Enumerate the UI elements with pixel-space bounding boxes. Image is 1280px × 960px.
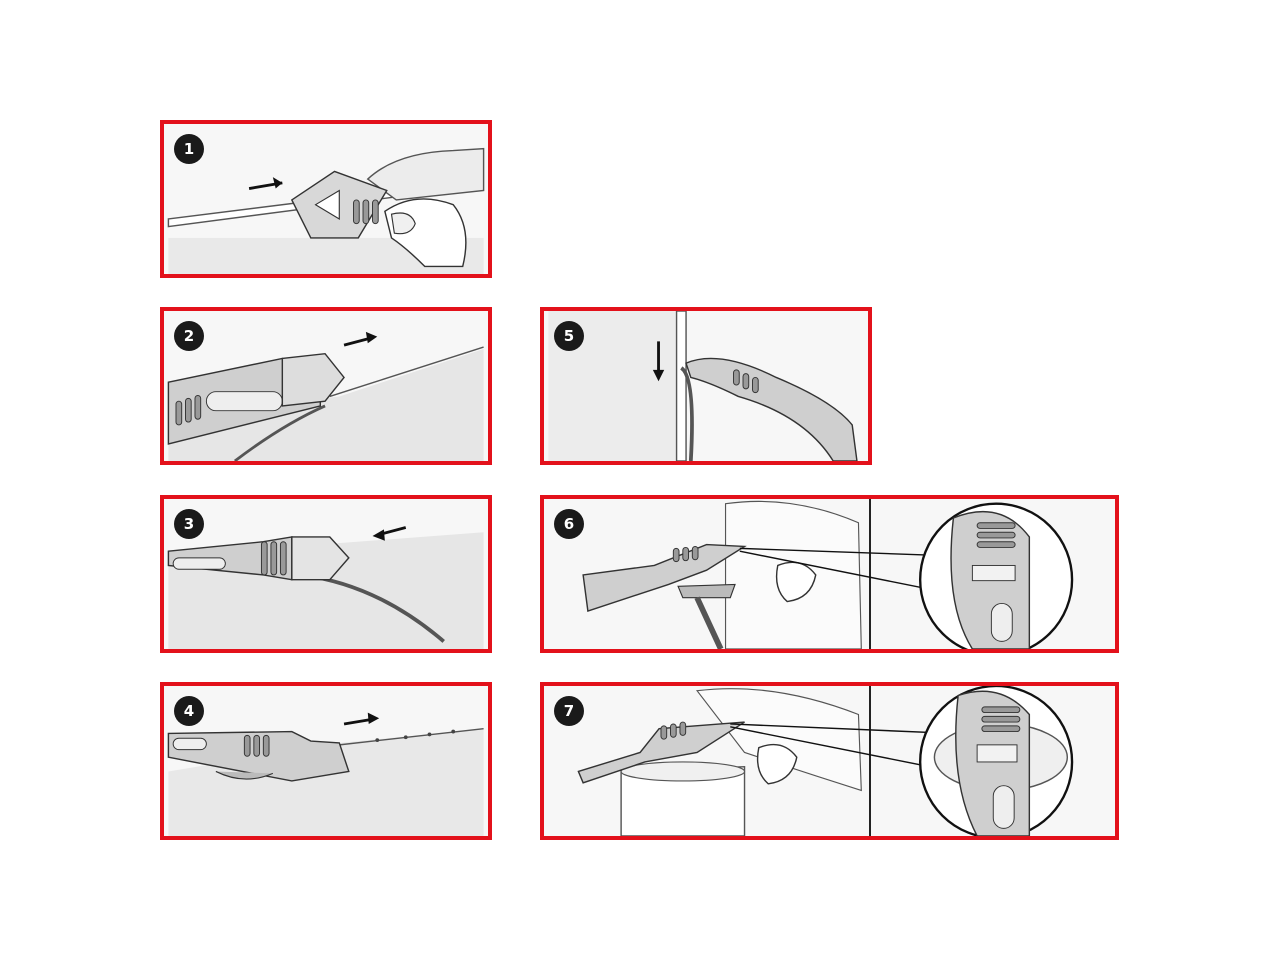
illustration-scraper-blade-remove — [167, 712, 484, 836]
step-panel-4: 4 — [160, 682, 492, 840]
step-number-badge: 4 — [174, 696, 204, 726]
step-number-badge: 3 — [174, 509, 204, 539]
illustration-blade-insert-with-detail — [577, 686, 1074, 836]
illustration-tool-pull-along-joint — [167, 331, 484, 461]
step-number-badge: 7 — [554, 696, 584, 726]
illustration-tool-draw-bead — [167, 526, 484, 649]
step-panel-3: 3 — [160, 495, 492, 653]
illustration-vertical-joint-scrape — [548, 311, 858, 461]
illustration-tool-corner-push — [167, 147, 485, 274]
step-number-badge: 5 — [554, 321, 584, 351]
step-panel-7: 7 — [540, 682, 1119, 840]
step-panel-2: 2 — [160, 307, 492, 465]
step-number-badge: 1 — [174, 134, 204, 164]
step-panel-1: 1 — [160, 120, 492, 278]
step-number-badge: 2 — [174, 321, 204, 351]
panel-divider — [869, 686, 871, 836]
step-panel-6: 6 — [540, 495, 1119, 653]
step-number-badge: 6 — [554, 509, 584, 539]
panel-divider — [869, 499, 871, 649]
step-panel-5: 5 — [540, 307, 872, 465]
illustration-blade-release-with-detail — [582, 500, 1074, 649]
